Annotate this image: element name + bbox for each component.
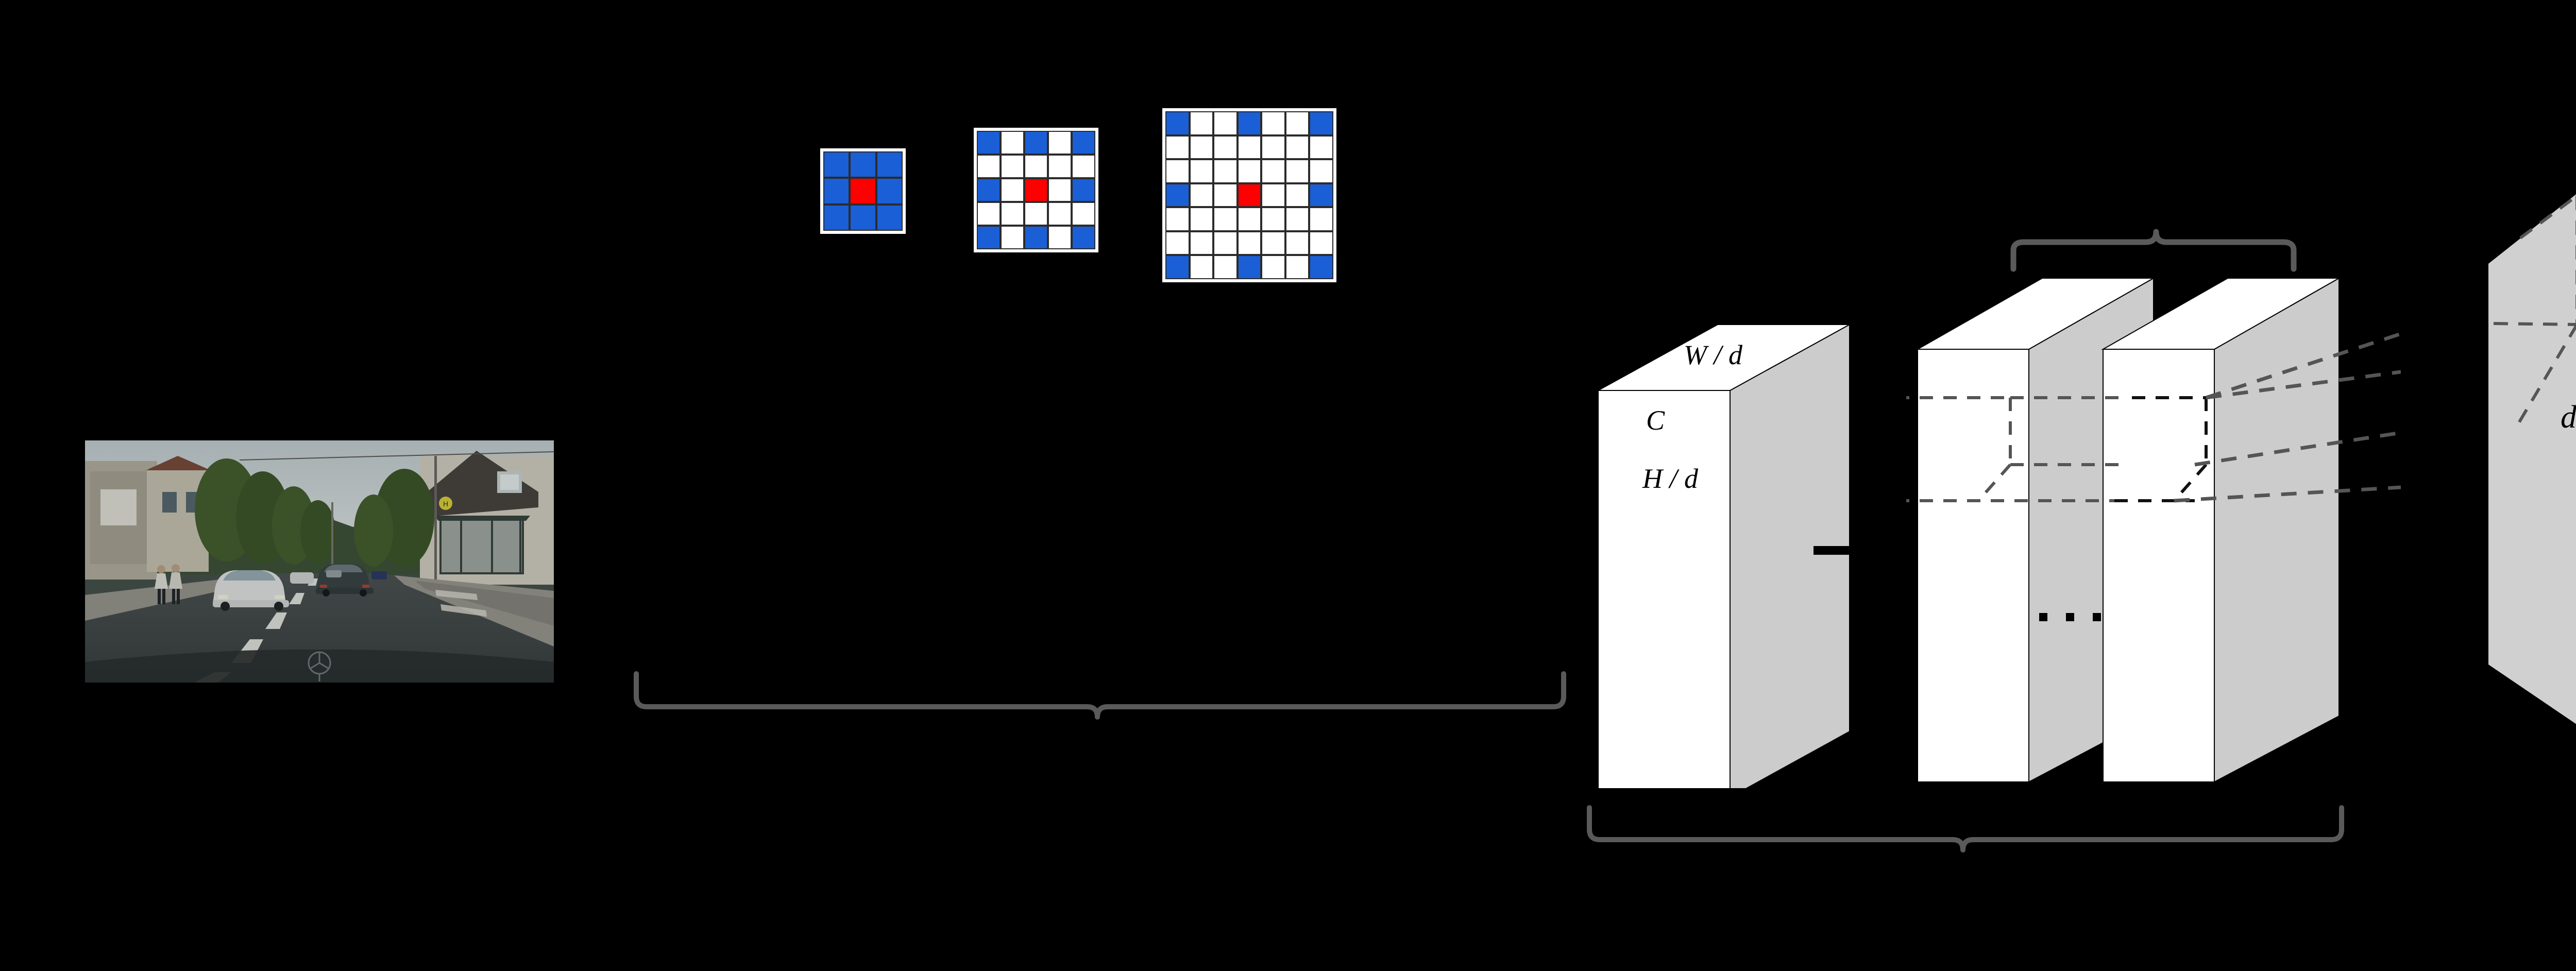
brace-over-stacked-blocks (2009, 222, 2298, 273)
kernel-cell (850, 151, 876, 178)
kernel-cell (1048, 226, 1072, 249)
kernel-cell (1309, 111, 1333, 135)
kernel-cell (1189, 207, 1214, 231)
kernel-cell (1189, 231, 1214, 255)
svg-text:H: H (443, 500, 448, 508)
kernel-cell (1048, 155, 1072, 178)
kernel-cell (1072, 131, 1095, 155)
kernel-cell (1285, 183, 1310, 208)
svg-text:d: d (2561, 400, 2576, 435)
kernel-cell (977, 178, 1001, 202)
kernel-cell (1165, 207, 1190, 231)
kernel-cell (1072, 226, 1095, 249)
kernel-cell (1213, 183, 1238, 208)
kernel-cell (977, 226, 1001, 249)
kernel-cell (1285, 159, 1310, 183)
kernel-cell (1261, 135, 1285, 160)
kernel-cell (1024, 131, 1048, 155)
kernel-cell (1237, 255, 1262, 279)
kernel-cell (1001, 155, 1024, 178)
kernel-cell (1285, 207, 1310, 231)
kernel-cell (1189, 159, 1214, 183)
kernel-cell (977, 155, 1001, 178)
kernel-cell (1213, 207, 1238, 231)
kernel-center-cell (1024, 178, 1048, 202)
kernel-cell (1213, 135, 1238, 160)
feature-volume-stack (1906, 263, 2401, 783)
kernel-cell (1237, 135, 1262, 160)
kernel-cell (1001, 178, 1024, 202)
kernel-cell (1309, 207, 1333, 231)
kernel-cell (977, 131, 1001, 155)
kernel-cell (1189, 111, 1214, 135)
kernel-cell (1189, 135, 1214, 160)
kernel-cell (1048, 178, 1072, 202)
kernel-cell (1072, 202, 1095, 226)
kernel-cell (1285, 231, 1310, 255)
kernel-cell (823, 151, 850, 178)
kernel-cell (876, 204, 903, 231)
kernel-cell (1309, 159, 1333, 183)
kernel-cell (1001, 226, 1024, 249)
kernel-cell (1261, 231, 1285, 255)
kernel-cell (876, 178, 903, 205)
kernel-cell (1048, 202, 1072, 226)
kernel-cell (1024, 226, 1048, 249)
kernel-cell (1309, 135, 1333, 160)
kernel-cell (1165, 255, 1190, 279)
kernel-cell (1189, 255, 1214, 279)
kernel-cell (1309, 183, 1333, 208)
kernel-cell (1237, 207, 1262, 231)
kernel-cell (1285, 135, 1310, 160)
kernel-center-cell (1237, 183, 1262, 208)
dilated-kernel-5x5 (974, 128, 1098, 252)
kernel-cell (1048, 131, 1072, 155)
kernel-cell (876, 151, 903, 178)
kernel-cell (1237, 231, 1262, 255)
kernel-cell (1189, 183, 1214, 208)
kernel-cell (1237, 111, 1262, 135)
feature-volume-first: W / d C H / d (1592, 273, 1901, 788)
kernel-cell (1261, 183, 1285, 208)
kernel-cell (1285, 255, 1310, 279)
kernel-cell (1261, 207, 1285, 231)
kernel-cell (1165, 111, 1190, 135)
output-prediction-plane: d d d d (2411, 149, 2576, 824)
kernel-cell (1072, 178, 1095, 202)
kernel-cell (1285, 111, 1310, 135)
kernel-cell (977, 202, 1001, 226)
label-h-over-d: H / d (1642, 463, 1698, 494)
kernel-cell (850, 204, 876, 231)
kernel-center-cell (850, 178, 876, 205)
kernel-cell (1213, 111, 1238, 135)
kernel-cell (1024, 155, 1048, 178)
kernel-cell (1213, 255, 1238, 279)
kernel-cell (1237, 159, 1262, 183)
kernel-cell (1213, 159, 1238, 183)
label-c: C (1646, 405, 1665, 436)
kernel-cell (1001, 202, 1024, 226)
kernel-cell (1072, 155, 1095, 178)
kernel-cell (823, 178, 850, 205)
dilated-kernel-7x7 (1162, 108, 1336, 282)
kernel-cell (823, 204, 850, 231)
connector-line-1 (1814, 546, 1876, 555)
brace-under-feature-blocks (1584, 804, 2347, 865)
kernel-cell (1165, 231, 1190, 255)
kernel-cell (1165, 183, 1190, 208)
kernel-cell (1261, 111, 1285, 135)
kernel-cell (1309, 231, 1333, 255)
input-street-scene-photo: H (85, 440, 554, 683)
label-w-over-d: W / d (1684, 339, 1742, 370)
brace-under-kernels (631, 670, 1569, 731)
kernel-cell (1261, 255, 1285, 279)
kernel-cell (1261, 159, 1285, 183)
kernel-cell (1001, 131, 1024, 155)
kernel-cell (1213, 231, 1238, 255)
dilated-kernel-3x3 (820, 148, 906, 234)
kernel-cell (1165, 159, 1190, 183)
kernel-cell (1309, 255, 1333, 279)
kernel-cell (1165, 135, 1190, 160)
kernel-cell (1024, 202, 1048, 226)
